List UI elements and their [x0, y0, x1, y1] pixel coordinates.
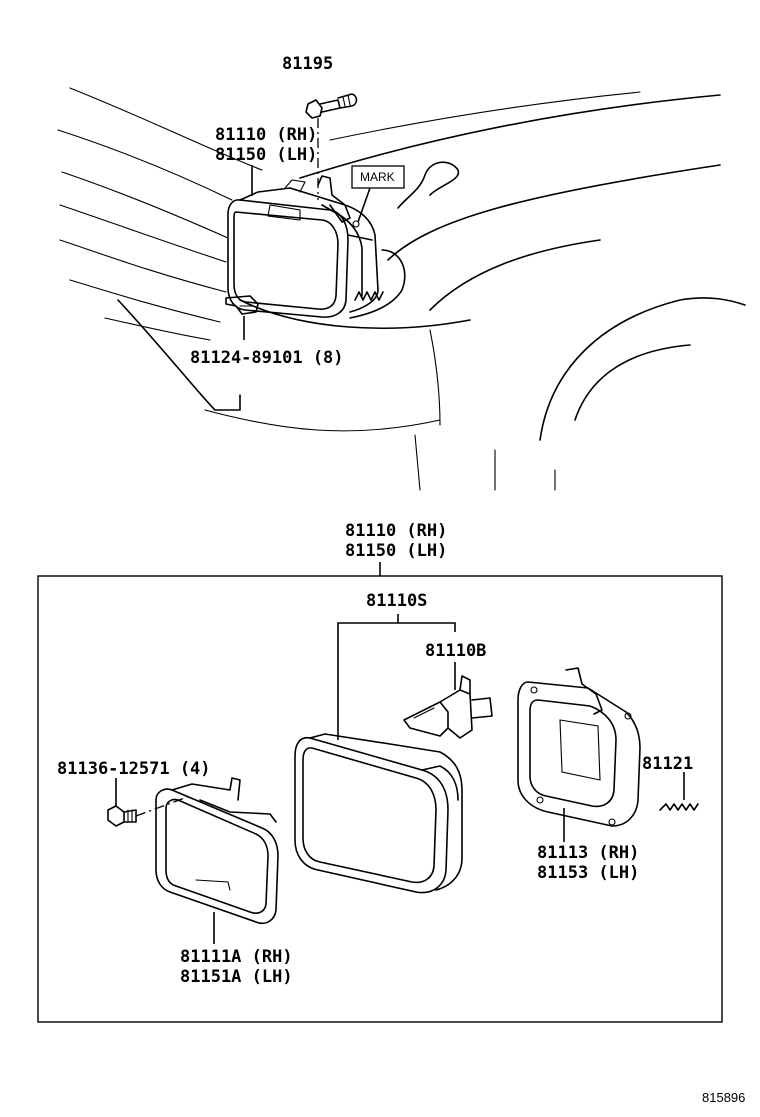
clip-icon: [225, 295, 259, 315]
spring-icon: [354, 291, 384, 301]
headlamp-housing: [517, 667, 641, 827]
label-clip: 81124-89101 (8): [190, 348, 344, 368]
screw-dashed-line: [135, 795, 191, 817]
mark-box: [351, 165, 405, 189]
label-81110s: 81110S: [366, 591, 427, 611]
mark-leader: [357, 187, 371, 223]
sealed-unit-bracket: [337, 622, 456, 740]
headlamp-rim: [155, 777, 279, 925]
label-housing-lh: 81153 (LH): [537, 863, 639, 883]
label-housing-rh: 81113 (RH): [537, 843, 639, 863]
spring-icon-bottom: [659, 803, 699, 811]
bolt-icon: [305, 93, 358, 119]
label-spring: 81121: [642, 754, 693, 774]
label-headlamp-rh-box: 81110 (RH): [345, 521, 447, 541]
headlamp-assembly-installed: [227, 175, 379, 318]
bulb-icon: [403, 675, 493, 739]
label-mark: MARK: [360, 170, 395, 184]
label-rim-rh: 81111A (RH): [180, 947, 293, 967]
label-headlamp-rh-top: 81110 (RH): [215, 125, 317, 145]
label-headlamp-lh-box: 81150 (LH): [345, 541, 447, 561]
label-headlamp-lh-top: 81150 (LH): [215, 145, 317, 165]
label-rim-lh: 81151A (LH): [180, 967, 293, 987]
label-81195: 81195: [282, 54, 333, 74]
reference-number: 815896: [702, 1090, 745, 1105]
sealed-beam-unit: [294, 733, 463, 894]
vehicle-front-illustration: [57, 87, 746, 491]
exploded-view-frame: [37, 575, 723, 1023]
screw-icon: [107, 805, 137, 827]
label-screw: 81136-12571 (4): [57, 759, 211, 779]
label-81110b: 81110B: [425, 641, 486, 661]
